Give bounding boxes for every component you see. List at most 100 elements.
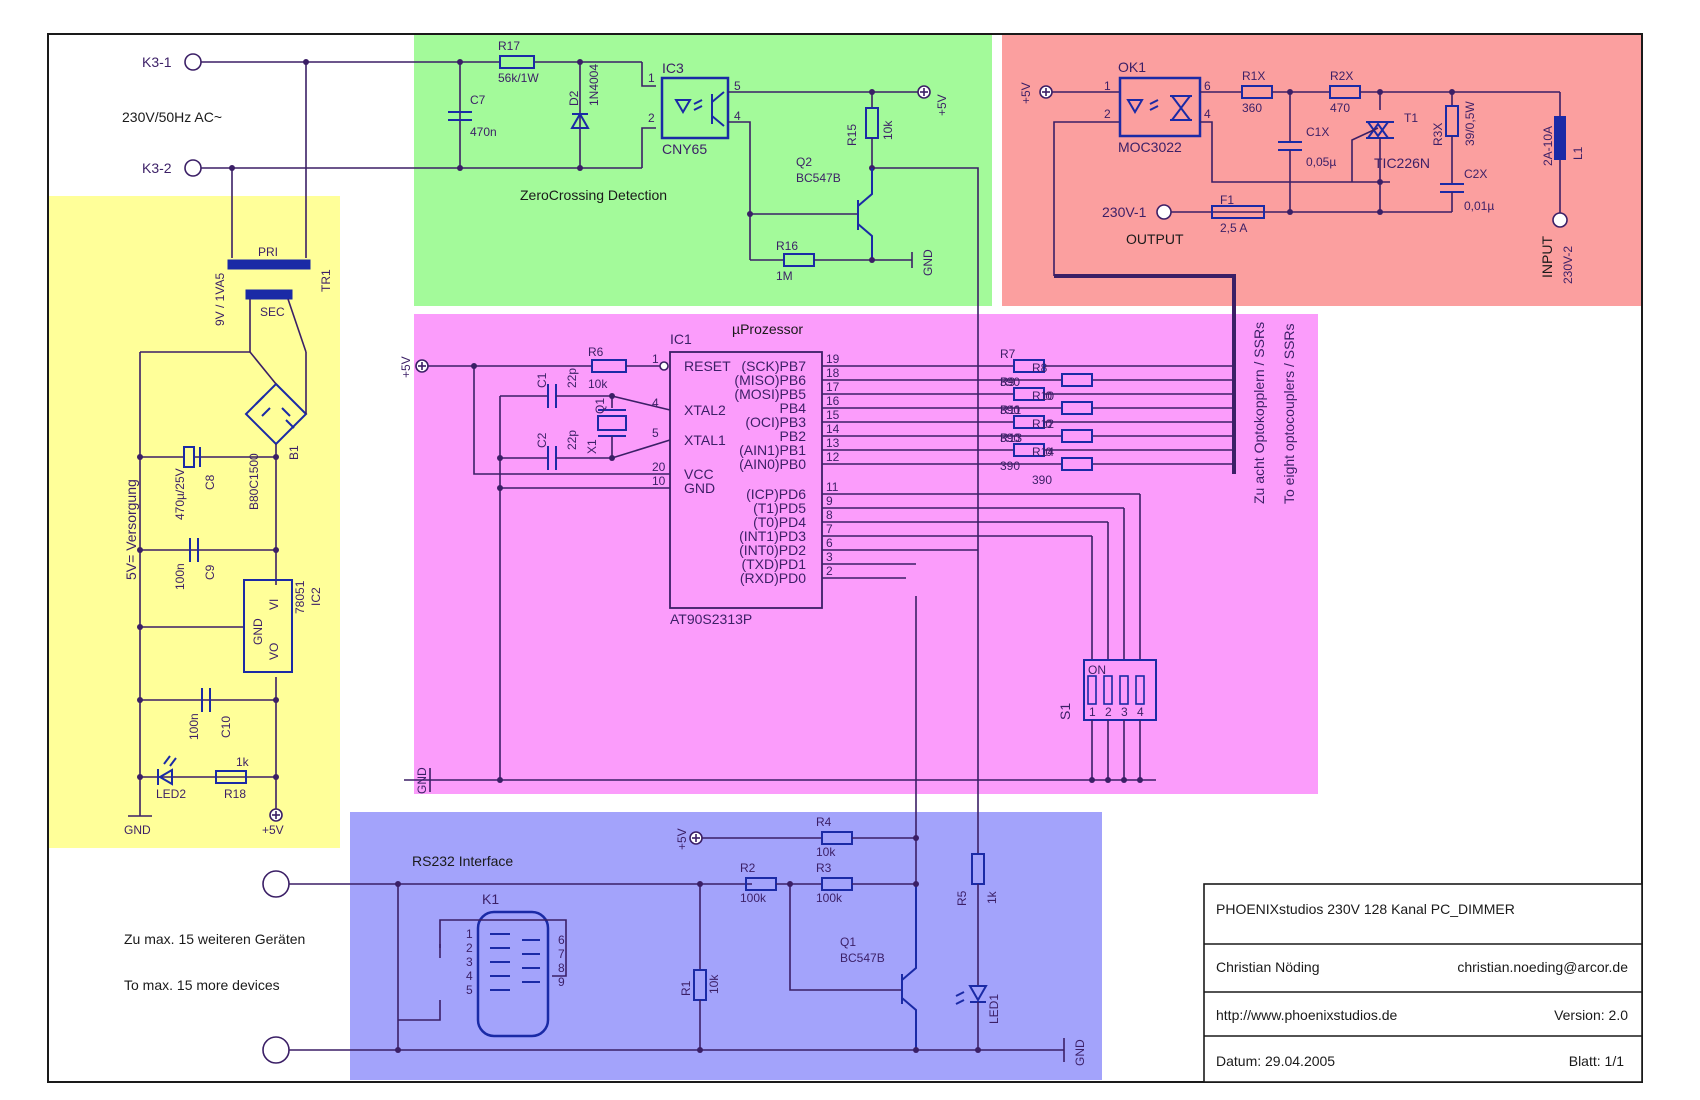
r4-name: R4 [816, 815, 832, 829]
b1-value: B80C1500 [247, 453, 261, 510]
c9-value: 100n [173, 563, 187, 590]
pb-resistor-name: R11 [1000, 403, 1021, 417]
ok1-value: MOC3022 [1118, 139, 1182, 155]
c7-value: 470n [470, 125, 497, 139]
k1-pin-number: 9 [558, 975, 565, 989]
ic1-left-pin-label: XTAL1 [684, 432, 726, 448]
pb-resistor [1061, 373, 1093, 387]
ic1-right-pin-number: 18 [826, 366, 840, 380]
rs232-5v-label: +5V [675, 828, 689, 850]
c2x-value: 0,01µ [1464, 199, 1494, 213]
q2-value: BC547B [796, 171, 841, 185]
tb-version: Version: 2.0 [1554, 1007, 1628, 1023]
ic1-right-pin-number: 11 [826, 480, 839, 494]
c1x-name: C1X [1306, 125, 1329, 139]
ic1-right-pin-number: 9 [826, 494, 833, 508]
ssr-region [1002, 34, 1642, 306]
t1-name: T1 [1404, 111, 1418, 125]
ic1-right-pin-number: 15 [826, 408, 840, 422]
r5-name: R5 [955, 890, 969, 906]
r15-name: R15 [845, 124, 859, 146]
s1-lever[interactable] [1135, 675, 1145, 705]
pb-resistor-value: 390 [1000, 403, 1020, 417]
ic1-left-pin-number: 10 [652, 474, 666, 488]
ok1-name: OK1 [1118, 59, 1146, 75]
zc-5v-label: +5V [935, 94, 949, 116]
k1-pin-number: 2 [466, 941, 473, 955]
c7-name: C7 [470, 93, 486, 107]
tb-url: http://www.phoenixstudios.de [1216, 1007, 1398, 1023]
tb-date: Datum: 29.04.2005 [1216, 1053, 1335, 1069]
r1-value: 10k [707, 974, 721, 994]
mcu-circuit: +5V R6 10k C1 22p C2 22p Q1 X1 IC1 AT90S [399, 274, 1297, 794]
c10-value: 100n [187, 713, 201, 740]
r2x-name: R2X [1330, 69, 1353, 83]
ic1-right-pin-label: (T0)PD4 [753, 514, 806, 530]
supply-gnd-label: GND [124, 823, 151, 837]
ic1-right-pin-label: (MOSI)PB5 [734, 386, 806, 402]
ic1-right-pin-number: 16 [826, 394, 840, 408]
ic1-right-pin-number: 3 [826, 550, 833, 564]
junction-dot [1105, 777, 1111, 783]
pb-resistor-value: 390 [1032, 473, 1052, 487]
zero-crossing-circuit: R17 56k/1W C7 470n D2 1N4004 1 2 5 4 IC3… [448, 39, 979, 570]
ic1-right-pin-label: (RXD)PD0 [740, 570, 806, 586]
ssr-5v-label: +5V [1019, 82, 1033, 104]
pb-resistor [1061, 429, 1093, 443]
r6-name: R6 [588, 345, 604, 359]
s1-lever[interactable] [1119, 675, 1129, 705]
t1-value: TIC226N [1374, 155, 1430, 171]
pb-resistor-value: 390 [1000, 459, 1020, 473]
c1-name: C1 [535, 372, 549, 388]
r2x-value: 470 [1330, 101, 1350, 115]
r3-value: 100k [816, 891, 843, 905]
r2-name: R2 [740, 861, 756, 875]
pb-resistor [1013, 415, 1045, 429]
rs232-q1-name: Q1 [840, 935, 856, 949]
ic3-pin5: 5 [734, 79, 741, 93]
d2-value: 1N4004 [587, 64, 601, 106]
ic1-left-pin-number: 20 [652, 460, 666, 474]
c2-value: 22p [565, 430, 579, 450]
ic1-right-pin-label: (MISO)PB6 [734, 372, 806, 388]
s1-lever[interactable] [1103, 675, 1113, 705]
ssr-in-label: 230V-2 [1561, 246, 1575, 284]
c2-name: C2 [535, 432, 549, 448]
c2x-name: C2X [1464, 167, 1487, 181]
rs232-gnd-label: GND [1073, 1039, 1087, 1066]
pb-resistor-name: R8 [1032, 361, 1048, 375]
resistor-r18: 1k R18 [215, 755, 250, 801]
led2-name: LED2 [156, 787, 186, 801]
tr1-value: 9V / 1VA5 [213, 273, 227, 326]
ic1-left-pin-label: XTAL2 [684, 402, 726, 418]
pb-resistor-name: R10 [1032, 389, 1054, 403]
ic1-right-pin-label: (AIN0)PB0 [739, 456, 806, 472]
s1-lever[interactable] [1087, 675, 1097, 705]
ic2-vo-pin: VO [267, 643, 281, 660]
k3-connector: K3-1 K3-2 230V/50Hz AC~ [122, 53, 642, 258]
d2-name: D2 [567, 90, 581, 106]
ic1-right-pin-number: 8 [826, 508, 833, 522]
ic2-name: IC2 [309, 587, 323, 606]
k3-1-label: K3-1 [142, 54, 172, 70]
ic1-right-pin-number: 12 [826, 450, 840, 464]
r3x-value: 39/0,5W [1463, 101, 1477, 146]
k1-pin-number: 7 [558, 947, 565, 961]
s1-switch-number: 1 [1089, 705, 1096, 719]
rs232-region [350, 812, 1102, 1080]
tb-author: Christian Nöding [1216, 959, 1320, 975]
ic1-right-pin-number: 6 [826, 536, 833, 550]
c10-name: C10 [219, 716, 233, 738]
ic1-value: AT90S2313P [670, 611, 752, 627]
ssr-circuit: +5V OK1 MOC3022 12 64 R1X 360 R2X 470 C1… [1019, 59, 1585, 284]
pb-resistor-name: R14 [1032, 445, 1054, 459]
r5-value: 1k [985, 890, 999, 904]
pb-resistor [1013, 387, 1045, 401]
c1-value: 22p [565, 368, 579, 388]
ic3-pin4: 4 [734, 109, 741, 123]
rs232-note-de: Zu max. 15 weiteren Geräten [124, 931, 305, 947]
zc-gnd-label: GND [921, 249, 935, 276]
